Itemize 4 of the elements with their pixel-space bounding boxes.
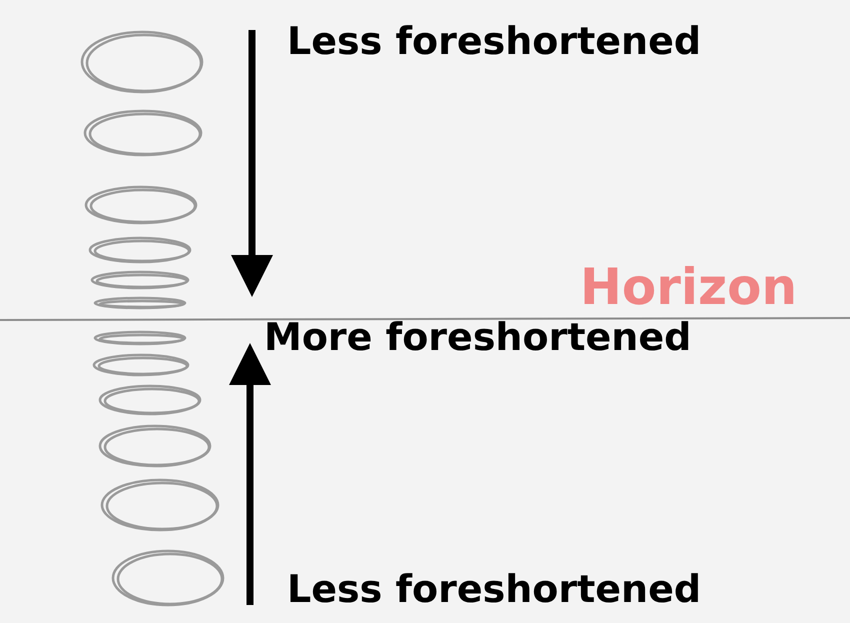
annotation-text: Less foreshortened [287, 570, 702, 608]
annotation-text: Less foreshortened [287, 22, 702, 60]
horizon-label: Horizon [580, 262, 798, 312]
annotation-text: More foreshortened [264, 318, 692, 356]
